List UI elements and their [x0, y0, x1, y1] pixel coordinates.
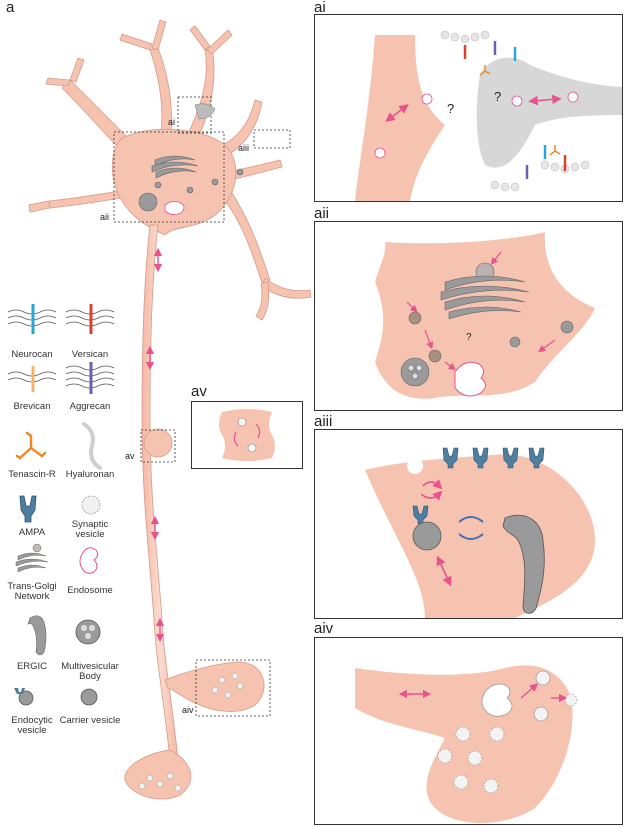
- panel-av: [191, 401, 303, 469]
- callout-boxes: [113, 96, 291, 717]
- callout-av: av: [125, 451, 135, 461]
- aii-question: ?: [466, 332, 472, 343]
- legend-tgn: Trans-Golgi Network: [7, 581, 57, 603]
- panel-a-label: a: [6, 0, 15, 16]
- legend-endosome: Endosome: [67, 585, 113, 596]
- legend-aggrecan: Aggrecan: [69, 401, 111, 412]
- panel-aii: [314, 221, 623, 411]
- panel-ai-label: ai: [314, 0, 326, 16]
- ai-question-left: ?: [447, 101, 455, 116]
- callout-aii: aii: [100, 212, 110, 222]
- legend-synaptic-vesicle: Synaptic vesicle: [71, 519, 109, 541]
- callout-aiii: aiii: [238, 143, 250, 153]
- panel-aiii: [314, 429, 623, 619]
- panel-av-label: av: [191, 383, 207, 400]
- legend-versican: Versican: [71, 349, 109, 360]
- axon-terminal-aiv: [164, 661, 265, 712]
- legend-brevican: Brevican: [13, 401, 51, 412]
- axon-transport-arrows: [145, 247, 165, 643]
- axon-varicosity: [143, 428, 173, 458]
- callout-aiv: aiv: [182, 705, 194, 715]
- legend-tenascin: Tenascin-R: [8, 469, 56, 480]
- panel-aiii-label: aiii: [314, 413, 333, 430]
- panel-aiv-label: aiv: [314, 620, 334, 637]
- legend-ergic: ERGIC: [16, 661, 48, 672]
- legend-carrier-vesicle: Carrier vesicle: [59, 715, 121, 726]
- legend-neurocan: Neurocan: [11, 349, 53, 360]
- ai-question-right: ?: [494, 89, 502, 104]
- panel-aiv: [314, 637, 623, 825]
- panel-aii-label: aii: [314, 205, 330, 222]
- axon-terminal-bottom: [124, 749, 192, 800]
- legend-hyaluronan: Hyaluronan: [65, 469, 115, 480]
- legend-endocytic-vesicle: Endocytic vesicle: [11, 715, 53, 737]
- callout-ai: ai: [168, 117, 176, 127]
- panel-ai: [314, 14, 623, 202]
- legend-mvb: Multivesicular Body: [61, 661, 119, 683]
- soma-organelles: [138, 155, 244, 212]
- legend-ampa: AMPA: [18, 527, 46, 538]
